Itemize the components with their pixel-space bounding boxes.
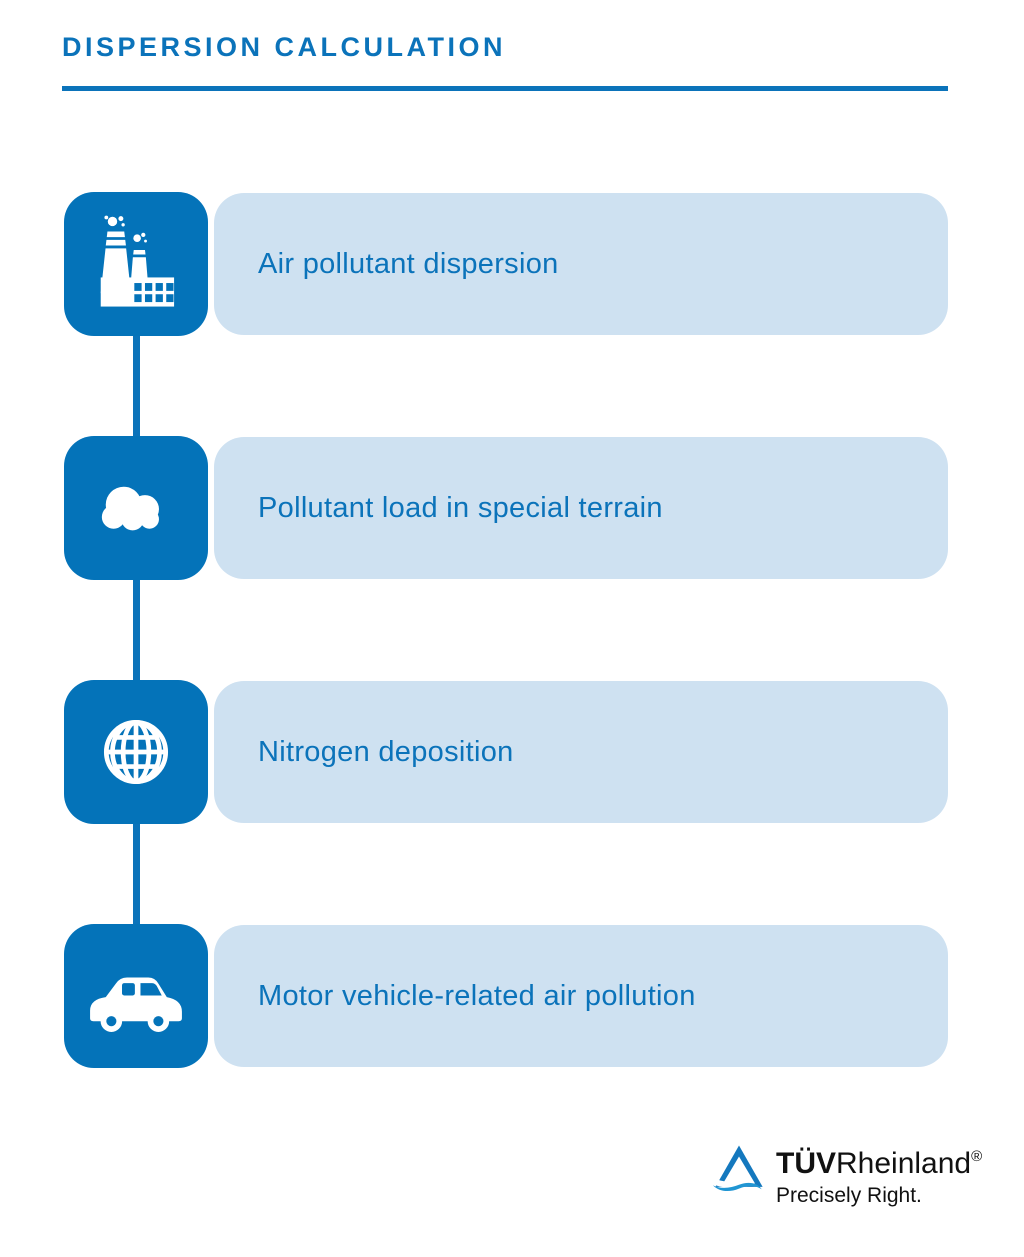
connector-line bbox=[133, 580, 140, 680]
brand-tuv: TÜV bbox=[776, 1147, 836, 1180]
globe-icon bbox=[64, 680, 208, 824]
step-label: Pollutant load in special terrain bbox=[258, 491, 663, 524]
connector-line bbox=[133, 336, 140, 436]
connector-line bbox=[133, 824, 140, 924]
step-row-air-pollutant-dispersion: Air pollutant dispersion bbox=[0, 192, 1024, 336]
step-bar: Pollutant load in special terrain bbox=[214, 437, 948, 579]
step-row-pollutant-load: Pollutant load in special terrain bbox=[0, 436, 1024, 580]
factory-icon bbox=[64, 192, 208, 336]
step-row-motor-vehicle: Motor vehicle-related air pollution bbox=[0, 924, 1024, 1068]
logo-text-block: TÜVRheinland® Precisely Right. bbox=[776, 1140, 982, 1208]
tuv-triangle-icon bbox=[712, 1145, 763, 1192]
registered-trademark-icon: ® bbox=[971, 1148, 983, 1165]
step-bar: Nitrogen deposition bbox=[214, 681, 948, 823]
step-bar: Air pollutant dispersion bbox=[214, 193, 948, 335]
brand-name: TÜVRheinland® bbox=[776, 1140, 982, 1181]
cloud-icon bbox=[64, 436, 208, 580]
car-icon bbox=[64, 924, 208, 1068]
step-label: Motor vehicle-related air pollution bbox=[258, 979, 696, 1012]
title-underline bbox=[62, 86, 948, 91]
step-bar: Motor vehicle-related air pollution bbox=[214, 925, 948, 1067]
page-title: DISPERSION CALCULATION bbox=[62, 32, 507, 62]
step-label: Air pollutant dispersion bbox=[258, 247, 559, 280]
brand-rheinland: Rheinland bbox=[836, 1147, 972, 1180]
step-label: Nitrogen deposition bbox=[258, 735, 514, 768]
brand-tagline: Precisely Right. bbox=[776, 1184, 922, 1207]
globe-icon-row: Nitrogen deposition bbox=[0, 680, 1024, 824]
tuv-rheinland-logo: TÜVRheinland® Precisely Right. bbox=[712, 1140, 982, 1208]
